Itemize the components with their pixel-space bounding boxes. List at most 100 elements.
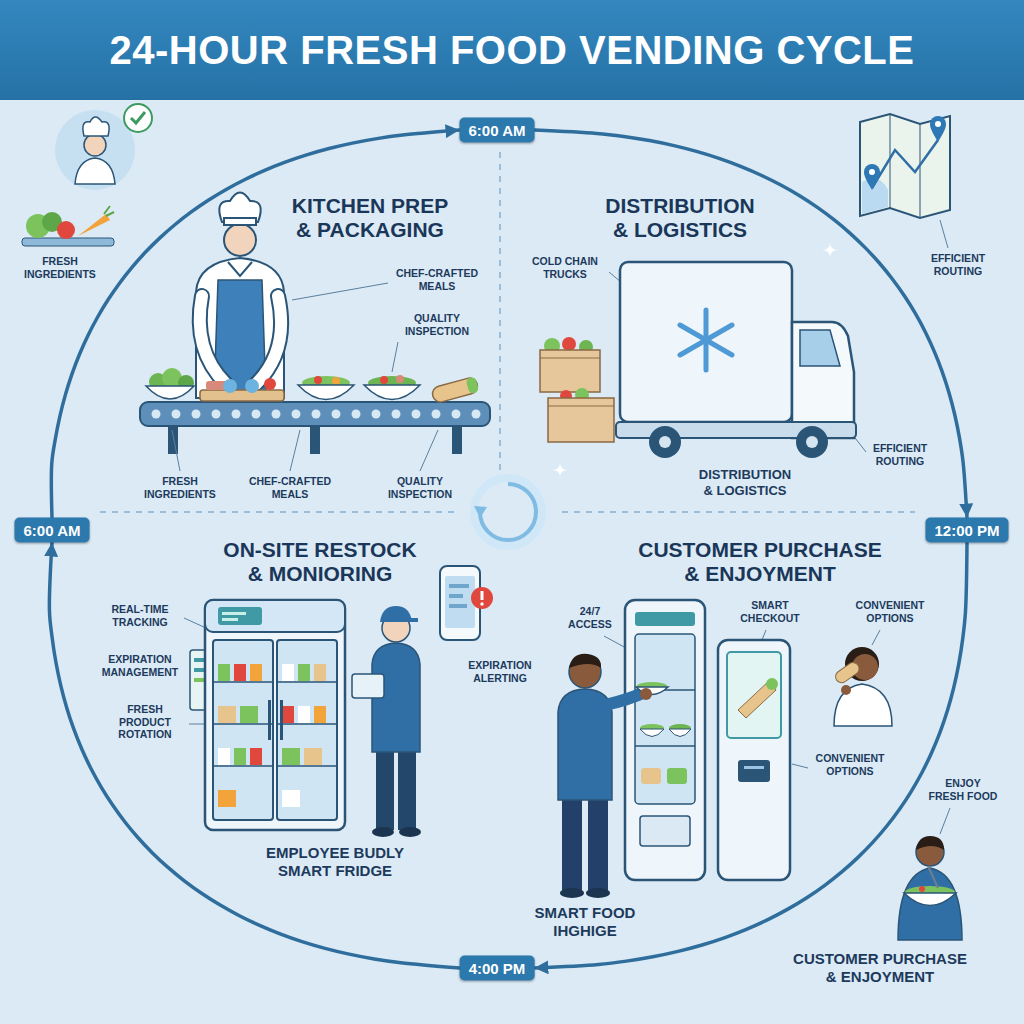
conveyor-belt [272, 410, 281, 419]
leader-line [420, 430, 438, 471]
produce-box [540, 350, 600, 392]
chef-badge [55, 110, 135, 190]
customer-figure [562, 798, 582, 890]
callout-label: SMART CHECKOUT [733, 599, 808, 624]
leader-line [290, 430, 300, 471]
fresh-vegetables [57, 221, 75, 239]
time-label: 4:00 PM [469, 960, 526, 977]
vending-kiosk [718, 640, 790, 880]
smart-fridge [314, 664, 326, 681]
smart-fridge [314, 706, 326, 723]
sparkle [552, 462, 568, 478]
route-map [872, 140, 938, 188]
alert-phone [449, 604, 467, 608]
smart-fridge [234, 748, 246, 765]
vending-kiosk [766, 678, 778, 690]
divider-line [562, 511, 915, 513]
conveyor-belt [172, 410, 181, 419]
smart-fridge [282, 748, 300, 765]
conveyor-belt [312, 410, 321, 419]
leader-line [940, 808, 950, 834]
title-banner [0, 0, 1024, 100]
woman-eating [833, 660, 861, 685]
callout-label: FRESH INGREDIENTS [20, 255, 100, 280]
meal-items [364, 385, 420, 400]
man-eating [898, 836, 962, 940]
conveyor-belt [412, 410, 421, 419]
cycle-arrows [49, 130, 967, 968]
vending-kiosk [667, 768, 687, 784]
customer-figure [605, 692, 645, 705]
chef-figure [200, 296, 226, 384]
callout-label: CONVENIENT OPTIONS [810, 752, 890, 777]
alert-phone [449, 594, 463, 598]
cold-chain-truck [680, 325, 732, 355]
callout-label: CHEF-CRAFTED MEALS [392, 267, 482, 292]
worker-figure [376, 750, 394, 830]
conveyor-belt [140, 402, 490, 426]
smart-fridge [304, 748, 322, 765]
time-box: 6:00 AM [460, 118, 535, 143]
section-heading: KITCHEN PREP & PACKAGING [286, 194, 454, 242]
conveyor-belt [332, 410, 341, 419]
worker-figure [399, 827, 421, 837]
leader-line [872, 630, 880, 645]
divider-line [100, 511, 455, 513]
route-map [869, 169, 875, 175]
callout-label: FRESH INGREDIENTS [138, 475, 222, 500]
smart-fridge [250, 748, 262, 765]
route-map [930, 116, 946, 142]
callout-label: ENJOY FRESH FOOD [927, 777, 999, 802]
man-eating [898, 868, 962, 940]
vending-kiosk [625, 600, 705, 880]
meal-items [146, 386, 194, 399]
smart-fridge [277, 723, 337, 725]
vending-kiosk [641, 768, 661, 784]
callout-label: EXPIRATION ALERTING [462, 659, 538, 684]
meal-items [146, 368, 479, 404]
chef-badge [83, 117, 109, 136]
smart-fridge [277, 640, 337, 820]
conveyor-belt [452, 410, 461, 419]
cold-chain-truck [616, 262, 856, 458]
callout-label: EFFICIENT ROUTING [919, 252, 997, 277]
alert-phone [480, 602, 483, 605]
section-heading: DISTRIBUTION & LOGISTICS [600, 194, 760, 242]
conveyor-belt [232, 410, 241, 419]
cycle-arrow [49, 543, 459, 969]
meal-items [332, 377, 340, 385]
divider-line [100, 152, 915, 512]
vending-kiosk [640, 816, 690, 846]
vending-kiosk [738, 760, 770, 782]
chef-figure [196, 193, 284, 399]
worker-figure [404, 618, 418, 622]
conveyor-belt [168, 426, 178, 454]
chef-badge [131, 112, 145, 123]
conveyor-belt [352, 410, 361, 419]
fresh-vegetables [22, 238, 114, 246]
vending-kiosk [669, 729, 691, 737]
callout-label: QUALITY INSPECTION [397, 312, 477, 337]
customer-figure [586, 888, 610, 898]
man-eating [919, 886, 925, 892]
man-eating [928, 866, 938, 888]
cycle-arrow [534, 130, 967, 518]
leader-line [172, 430, 180, 471]
smart-fridge [268, 700, 271, 740]
chef-figure [256, 296, 281, 384]
smart-fridge [240, 706, 258, 723]
produce-box [548, 398, 614, 442]
meal-items [396, 375, 404, 383]
man-eating [904, 893, 956, 906]
smart-fridge [222, 612, 246, 615]
callout-label: 24/7 ACCESS [560, 605, 620, 630]
chef-figure [200, 296, 226, 384]
section-heading: ON-SITE RESTOCK & MONIORING [218, 538, 423, 586]
route-map [864, 164, 880, 190]
conveyor-belt [310, 426, 320, 454]
conveyor-belt [392, 410, 401, 419]
smart-fridge [234, 664, 246, 681]
conveyor-belt [292, 410, 301, 419]
